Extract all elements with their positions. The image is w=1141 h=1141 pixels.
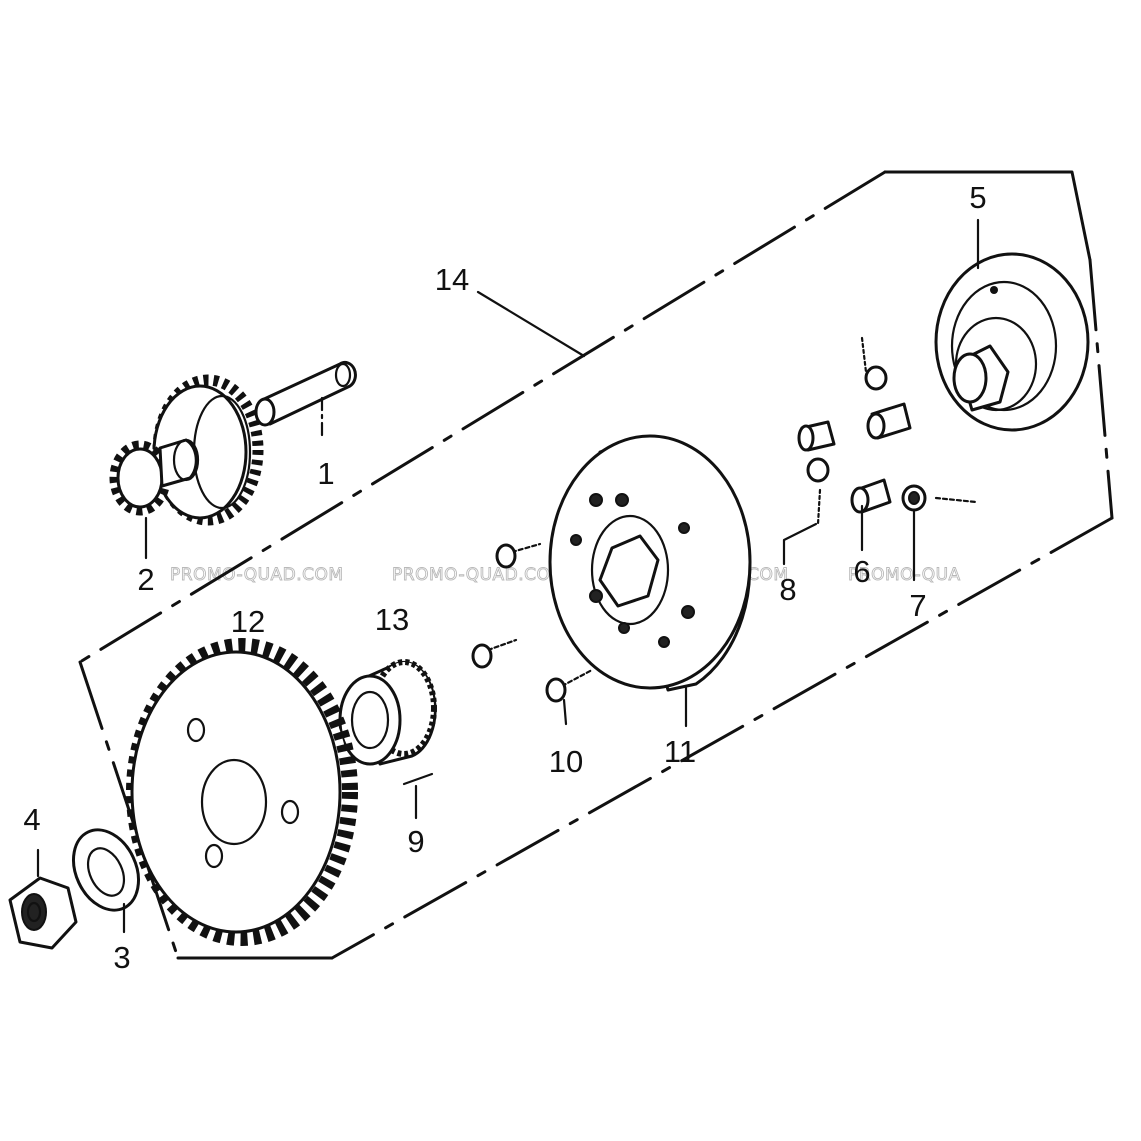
part-12-large-gear [126, 638, 358, 946]
part-8-springs [816, 336, 868, 526]
watermark: PROMO-QUAD.COM [392, 565, 566, 585]
part-4-nut [8, 876, 78, 950]
callout-5: 5 [969, 180, 986, 215]
callout-10: 10 [549, 744, 583, 779]
outline-solid-edge [883, 170, 1092, 262]
part-1-pin [254, 360, 357, 427]
callout-14: 14 [435, 262, 469, 297]
callout-13: 13 [375, 602, 409, 637]
part-2-gear-cluster [109, 374, 264, 526]
part-6-rollers [797, 402, 912, 514]
callout-7: 7 [909, 588, 926, 623]
callout-12: 12 [231, 604, 265, 639]
part-9-pin [402, 772, 434, 786]
callout-labels: 1 2 3 4 5 6 7 8 9 10 11 12 13 14 [23, 180, 986, 975]
outline-dashed-edge [1088, 258, 1114, 520]
callout-11: 11 [664, 734, 696, 769]
callout-1: 1 [317, 456, 334, 491]
part-10-bolts [471, 542, 594, 703]
part-7-plungers [806, 365, 978, 512]
callout-3: 3 [113, 940, 130, 975]
watermark: PROMO-QUAD.COM [170, 565, 344, 585]
leader-lines [36, 218, 980, 934]
callout-8: 8 [779, 572, 796, 607]
leader-line-10 [562, 698, 568, 726]
callout-2: 2 [137, 562, 154, 597]
part-5-cover [934, 252, 1090, 432]
outline-dashed-edge [330, 516, 1114, 960]
callout-9: 9 [407, 824, 424, 859]
outline-dashed-edge [78, 170, 887, 664]
callout-6: 6 [853, 554, 870, 589]
callout-4: 4 [23, 802, 40, 837]
part-11-clutch-housing [548, 434, 752, 692]
leader-line-14 [476, 290, 586, 358]
assembly-outline [78, 170, 1114, 960]
leader-line-8 [782, 522, 818, 566]
part-13-needle-bearing [338, 659, 437, 766]
watermark: PROMO-QUA [848, 565, 961, 585]
